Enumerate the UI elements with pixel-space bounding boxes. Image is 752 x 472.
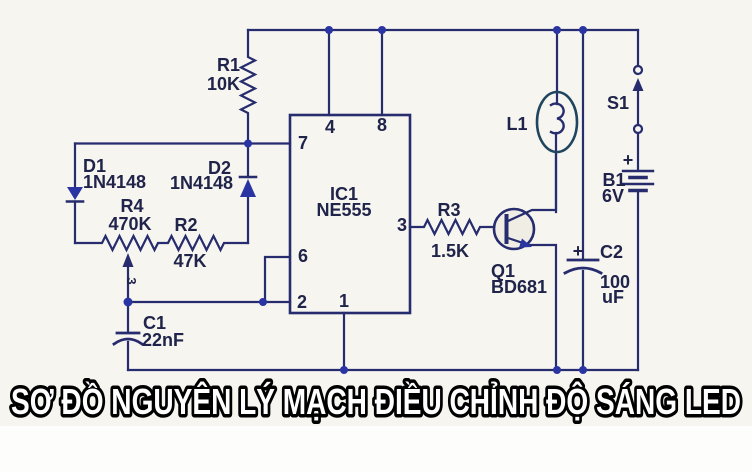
ic-pin-1-label: 1 — [339, 291, 349, 311]
capacitor-c2-value-label: 100 — [600, 272, 630, 292]
lamp-l1-filament — [549, 102, 565, 135]
junction-dot — [244, 139, 252, 148]
ic-pin-7-label: 7 — [298, 133, 308, 153]
resistor-r1-value-label: 10K — [207, 74, 240, 94]
transistor-q1-value-label: BD681 — [491, 277, 547, 297]
capacitor-c2-curved-plate — [563, 266, 603, 275]
potentiometer-wiper-arrow-icon — [122, 253, 134, 267]
ic-pin-4-label: 4 — [325, 117, 335, 137]
potentiometer-r4-value-label: 470K — [108, 214, 151, 234]
junction-dot — [378, 26, 386, 34]
capacitor-c2-plus-label: + — [573, 241, 584, 261]
resistor-r2-value-label: 47K — [173, 251, 206, 271]
transistor-q1-emitter-wire — [506, 236, 558, 372]
ic-pin-2-label: 2 — [297, 292, 307, 312]
resistor-r1-body — [238, 28, 258, 145]
label-layer: R1 10K D1 1N4148 D2 1N4148 R4 470K R2 47… — [83, 55, 633, 350]
ic-ne555-ref-label: IC1 — [330, 184, 358, 204]
ic-pin-6-label: 6 — [298, 246, 308, 266]
lamp-l1-ref-label: L1 — [506, 114, 527, 134]
transistor-q1-body — [492, 207, 536, 251]
bottom-margin — [0, 426, 752, 472]
resistor-r1-ref-label: R1 — [217, 55, 240, 75]
potentiometer-r4-ref-label: R4 — [120, 196, 143, 216]
switch-s1-top-contact — [632, 64, 644, 76]
battery-b1-plus-label: + — [623, 150, 634, 170]
resistor-r3-value-label: 1.5K — [431, 241, 469, 261]
junction-dot — [553, 366, 561, 374]
potentiometer-wiper-terminal-label: 3 — [124, 277, 139, 284]
diode-d1-triangle-icon — [67, 187, 83, 200]
resistor-r2-ref-label: R2 — [174, 215, 197, 235]
capacitor-c2-unit-label: uF — [602, 287, 624, 307]
transistor-q1-ref-label: Q1 — [491, 261, 515, 281]
diode-d2-triangle-icon — [240, 179, 256, 197]
caption-title: SƠ ĐỒ NGUYÊN LÝ MẠCH ĐIỀU CHỈNH ĐỘ SÁNG … — [11, 380, 741, 422]
ic-ne555-value-label: NE555 — [316, 200, 371, 220]
capacitor-c1-ref-label: C1 — [143, 313, 166, 333]
resistor-r3-ref-label: R3 — [437, 200, 460, 220]
junction-dot — [340, 366, 348, 374]
junction-dot — [123, 297, 133, 307]
battery-b1-ref-label: B1 — [602, 170, 625, 190]
potentiometer-r4-and-resistor-r2-body — [73, 233, 250, 253]
junction-dot — [259, 298, 267, 306]
wire-layer — [65, 28, 655, 372]
diode-d1-value-label: 1N4148 — [83, 172, 146, 192]
ic-ne555-body — [288, 113, 412, 315]
lamp-l1-bulb-icon — [535, 90, 579, 154]
capacitor-c2-ref-label: C2 — [600, 242, 623, 262]
diode-d2-value-label: 1N4148 — [170, 173, 233, 193]
battery-b1-value-label: 6V — [602, 186, 624, 206]
junction-dot — [553, 26, 561, 34]
junction-dot — [325, 26, 333, 34]
switch-s1-arrow-icon — [632, 78, 644, 91]
diode-d2-ref-label: D2 — [208, 158, 231, 178]
junction-dots — [123, 26, 587, 374]
junction-dot — [579, 366, 587, 374]
capacitor-c1-curved-plate — [112, 337, 144, 346]
transistor-q1-emitter-arrow-icon — [519, 238, 532, 248]
switch-s1-ref-label: S1 — [607, 93, 629, 113]
ic-pin-8-label: 8 — [377, 115, 387, 135]
diode-d1-ref-label: D1 — [83, 156, 106, 176]
junction-dot — [579, 26, 587, 34]
ic-pin-3-label: 3 — [397, 215, 407, 235]
pin6-stub-wire — [263, 255, 292, 304]
capacitor-c1-value-label: 22nF — [142, 330, 184, 350]
resistor-r3-body — [408, 217, 496, 237]
